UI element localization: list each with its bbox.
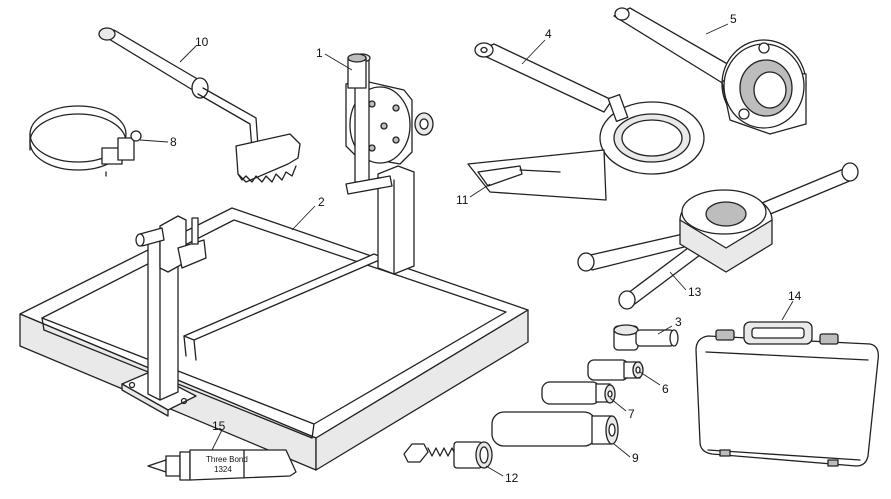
part-11-plate-gauge (467, 149, 607, 201)
callout-2: 2 (318, 195, 325, 209)
part-4-pin-wrench (474, 42, 705, 175)
part-5-ring-spanner (613, 7, 807, 135)
callout-6: 6 (662, 382, 669, 396)
callout-labels: 1 2 3 4 5 6 7 8 9 10 11 12 13 14 15 (170, 12, 802, 485)
part-10-handle-tool (98, 27, 301, 183)
callout-8: 8 (170, 135, 177, 149)
callout-10: 10 (195, 35, 209, 49)
part-13-collar-bolts (577, 162, 859, 310)
tube-code-label: 1324 (214, 465, 232, 474)
callout-11: 11 (456, 193, 469, 207)
part-14-carrying-case (695, 321, 879, 467)
part-9-long-tube (491, 411, 619, 447)
callout-13: 13 (688, 285, 702, 299)
part-3-adapter (613, 324, 679, 351)
callout-12: 12 (505, 471, 519, 485)
part-6-short-tube (587, 359, 644, 381)
part-8-band-clamp (29, 105, 142, 177)
callout-7: 7 (628, 407, 635, 421)
part-1-crank-holder (345, 53, 434, 195)
callout-15: 15 (212, 419, 226, 433)
part-7-medium-tube (541, 381, 616, 405)
leader-lines (139, 23, 794, 477)
part-15-adhesive-tube: Three Bond 1324 (147, 449, 297, 481)
part-2-tray-stand (19, 165, 529, 471)
callout-14: 14 (788, 289, 802, 303)
callout-5: 5 (730, 12, 737, 26)
part-12-threaded-puller (403, 441, 493, 469)
callout-4: 4 (545, 27, 552, 41)
callout-1: 1 (316, 46, 323, 60)
callout-9: 9 (632, 451, 639, 465)
tube-brand-label: Three Bond (206, 455, 248, 464)
callout-3: 3 (675, 315, 682, 329)
